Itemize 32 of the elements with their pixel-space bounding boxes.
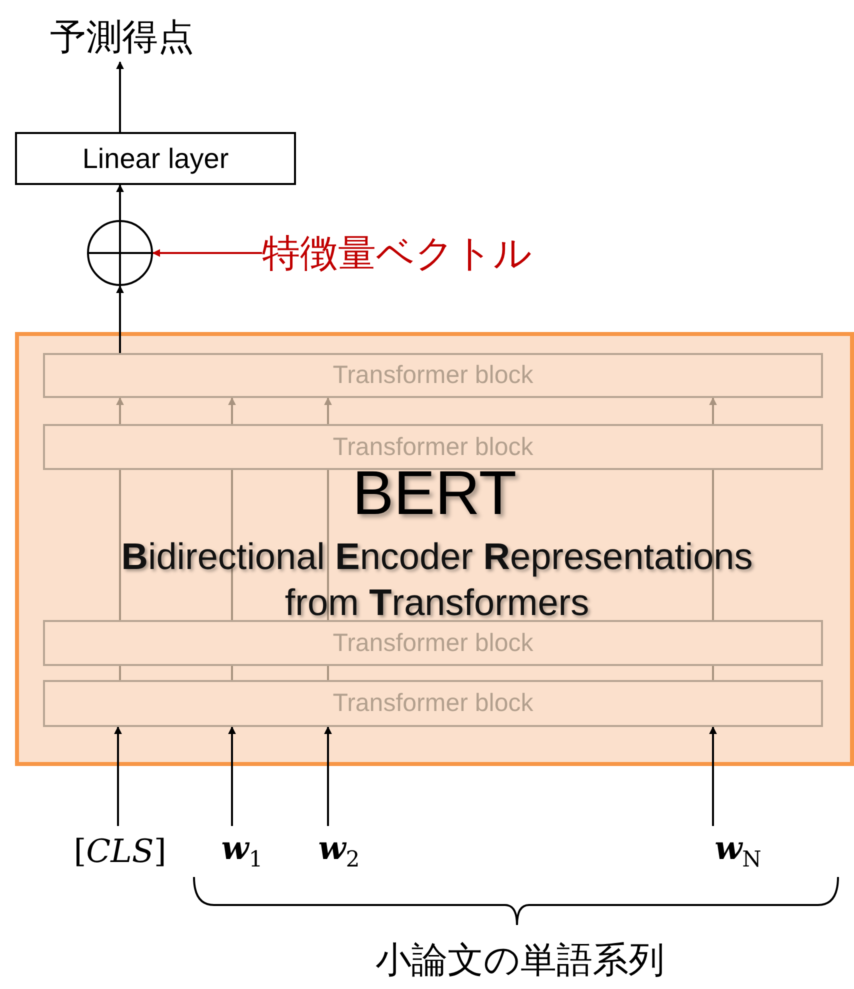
- transformer-block: Transformer block: [43, 353, 823, 398]
- arrow: [116, 184, 124, 220]
- transformer-block: Transformer block: [43, 424, 823, 470]
- arrow: [116, 397, 124, 424]
- sequence-label: 小論文の単語系列: [374, 939, 666, 983]
- layer-box: Linear layer: [15, 132, 296, 185]
- connector-line: [119, 666, 121, 680]
- transformer-block: Transformer block: [43, 620, 823, 666]
- feature-label: 特徴量ベクトル: [262, 226, 607, 280]
- arrow: [116, 285, 124, 353]
- arrow: [116, 61, 124, 132]
- token-label: w$_{2}$: [304, 826, 374, 876]
- connector-line: [327, 666, 329, 680]
- sum-circle: [87, 220, 153, 286]
- connector-line: [231, 666, 233, 680]
- connector-line: [231, 470, 233, 620]
- transformer-block: Transformer block: [43, 680, 823, 727]
- model-panel: [15, 332, 854, 766]
- arrow: [228, 726, 236, 826]
- arrow: [152, 249, 262, 257]
- arrow: [709, 726, 717, 826]
- arrow: [114, 726, 122, 826]
- connector-line: [712, 666, 714, 680]
- token-label: w$_{N}$: [698, 826, 778, 876]
- arrow: [324, 397, 332, 424]
- arrow: [709, 397, 717, 424]
- token-label: [CLS]: [60, 826, 180, 876]
- arrow: [324, 726, 332, 826]
- token-label: w$_{1}$: [210, 826, 274, 876]
- arrow: [228, 397, 236, 424]
- connector-line: [119, 470, 121, 620]
- output-label: 予測得点: [22, 12, 222, 62]
